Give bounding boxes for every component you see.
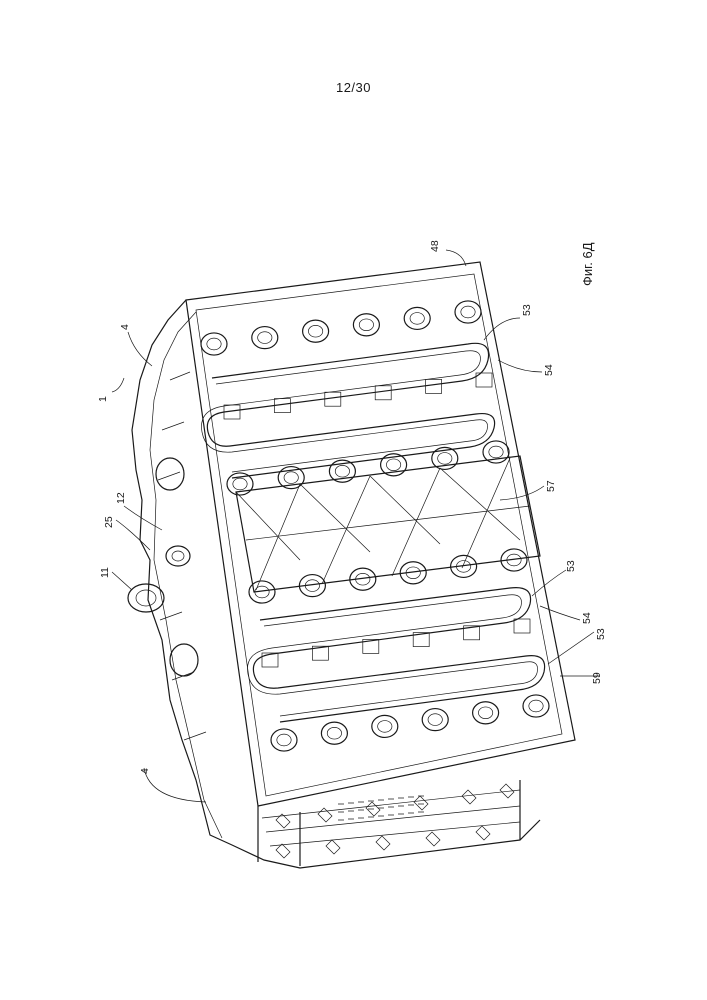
terminal-post [252, 327, 278, 349]
terminal-nut [327, 727, 341, 739]
ref-label-53-b: 53 [565, 560, 577, 572]
ref-label-4-top: 4 [119, 324, 131, 330]
top-cover-plate [186, 262, 575, 806]
terminal-nut [335, 465, 349, 477]
ref-label-48: 48 [429, 240, 441, 252]
ref-label-59: 59 [591, 672, 603, 684]
terminal-nut [438, 453, 452, 465]
terminal-post [455, 301, 481, 323]
ref-label-57: 57 [545, 480, 557, 492]
figure-caption: Фиг. 6Д [580, 242, 595, 286]
terminal-nut [410, 313, 424, 325]
module-side-housing [132, 300, 540, 868]
ref-label-11: 11 [99, 567, 111, 578]
ref-label-4-bottom: 4 [139, 768, 151, 774]
ref-label-25: 25 [103, 516, 115, 528]
terminal-nut [284, 472, 298, 484]
sense-terminal [375, 386, 391, 400]
ref-label-12: 12 [115, 492, 127, 504]
terminal-post [271, 729, 297, 751]
terminal-post [303, 320, 329, 342]
terminal-post [422, 709, 448, 731]
cell-terminals [201, 301, 549, 751]
terminal-nut [258, 332, 272, 344]
terminal-nut [489, 446, 503, 458]
terminal-post [353, 314, 379, 336]
sense-terminal [426, 379, 442, 393]
ref-label-53-a: 53 [521, 304, 533, 316]
serpentine-tube-upper [201, 343, 494, 478]
terminal-post [523, 695, 549, 717]
ref-label-1: 1 [97, 396, 109, 402]
terminal-nut [478, 707, 492, 719]
terminal-nut [386, 459, 400, 471]
terminal-post [201, 333, 227, 355]
serpentine-tube-lower [248, 588, 545, 722]
terminal-nut [461, 306, 475, 318]
ref-label-53-c: 53 [595, 628, 607, 640]
cross-ribs [236, 456, 540, 592]
terminal-nut [529, 700, 543, 712]
terminal-nut [428, 714, 442, 726]
terminal-post [321, 722, 347, 744]
ref-label-54-b: 54 [581, 612, 593, 624]
terminal-nut [378, 721, 392, 733]
terminal-post [372, 715, 398, 737]
terminal-nut [359, 319, 373, 331]
sense-terminal [325, 392, 341, 406]
terminal-nut [308, 325, 322, 337]
terminal-post [473, 702, 499, 724]
terminal-post [404, 307, 430, 329]
terminal-nut [277, 734, 291, 746]
terminal-nut [207, 338, 221, 350]
sense-terminal [514, 619, 530, 633]
ref-label-54-a: 54 [543, 364, 555, 376]
terminal-nut [233, 478, 247, 490]
